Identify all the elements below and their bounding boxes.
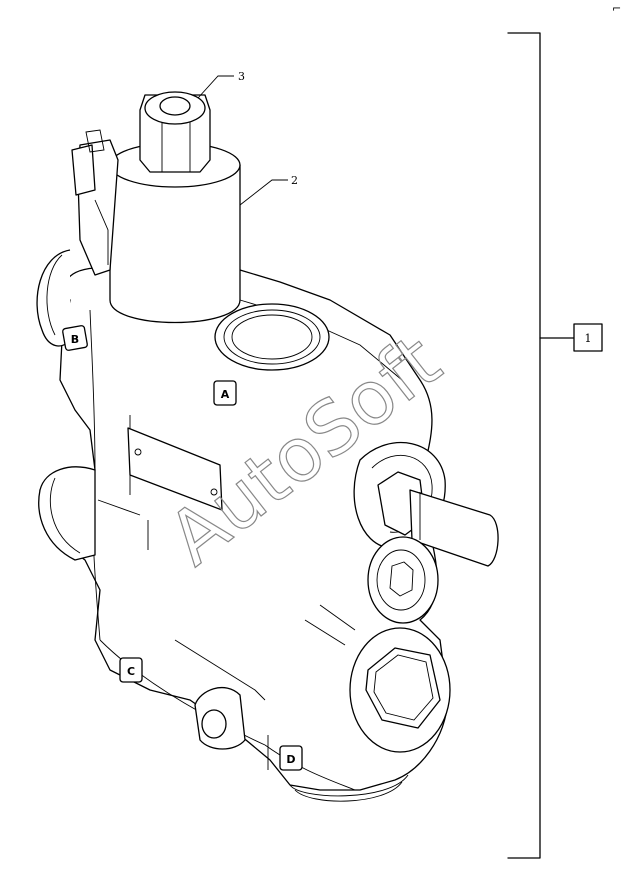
coil-connector <box>71 129 119 276</box>
port-marker-c: C <box>119 657 143 683</box>
port-marker-d: D <box>279 745 303 771</box>
callout-1: 1 <box>573 323 603 352</box>
right-socket-boss <box>367 536 439 624</box>
callout-2-label: 2 <box>291 174 298 187</box>
corner-mark: ⌐ <box>612 2 621 15</box>
top-port <box>214 303 330 371</box>
nameplate <box>127 427 223 511</box>
callout-1-label: 1 <box>585 332 592 345</box>
callout-2: 2 <box>239 174 298 206</box>
hex-nut <box>139 91 211 173</box>
port-label-a: A <box>221 388 230 401</box>
right-plunger-boss <box>353 441 499 567</box>
left-lower-port <box>38 466 96 561</box>
port-label-c: C <box>127 665 135 678</box>
callout-3: 3 <box>197 70 245 99</box>
assembly-bracket <box>507 32 575 859</box>
port-label-d: D <box>286 753 295 766</box>
right-hex-plug <box>349 627 451 753</box>
left-upper-port <box>36 249 71 347</box>
mounting-ear <box>194 686 246 750</box>
port-marker-b: B <box>62 325 88 351</box>
port-label-b: B <box>71 333 79 346</box>
bottom-port <box>289 774 409 802</box>
callout-3-label: 3 <box>238 70 245 83</box>
port-marker-a: A <box>213 380 237 406</box>
